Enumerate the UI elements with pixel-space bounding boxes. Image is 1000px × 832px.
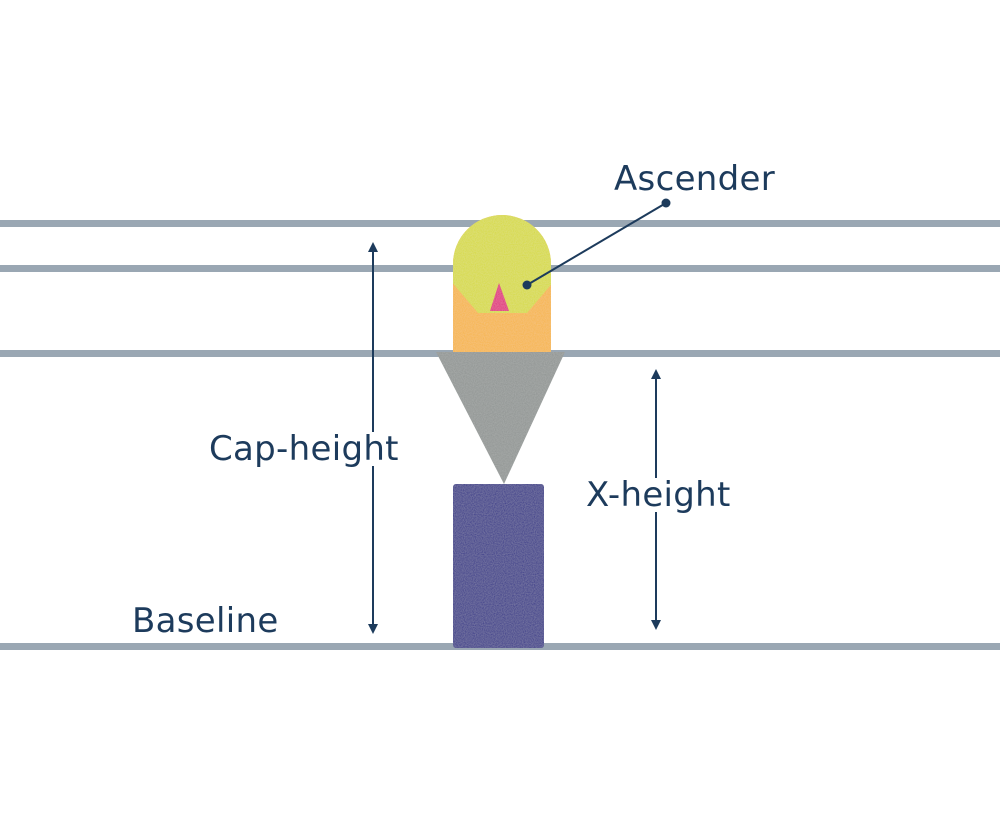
pointer-dot-start <box>522 280 532 290</box>
x-height-arrowhead-bottom <box>651 620 661 630</box>
cap-height-arrowhead-bottom <box>368 624 378 634</box>
ascender-label: Ascender <box>614 159 776 199</box>
baseline-label: Baseline <box>132 601 279 641</box>
x-height-label: X-height <box>584 475 733 515</box>
cap-height-arrowhead-top <box>368 242 378 252</box>
nose-triangle <box>490 283 509 311</box>
figure-head <box>453 215 551 352</box>
pointer-dot-end <box>661 198 671 208</box>
cone-triangle <box>436 352 565 484</box>
x-height-arrowhead-top <box>651 369 661 379</box>
pointer-line <box>526 202 667 286</box>
cap-height-label: Cap-height <box>207 429 401 469</box>
ascender-pointer <box>522 198 671 290</box>
letter-figure <box>436 215 565 648</box>
body-rectangle <box>453 484 544 648</box>
